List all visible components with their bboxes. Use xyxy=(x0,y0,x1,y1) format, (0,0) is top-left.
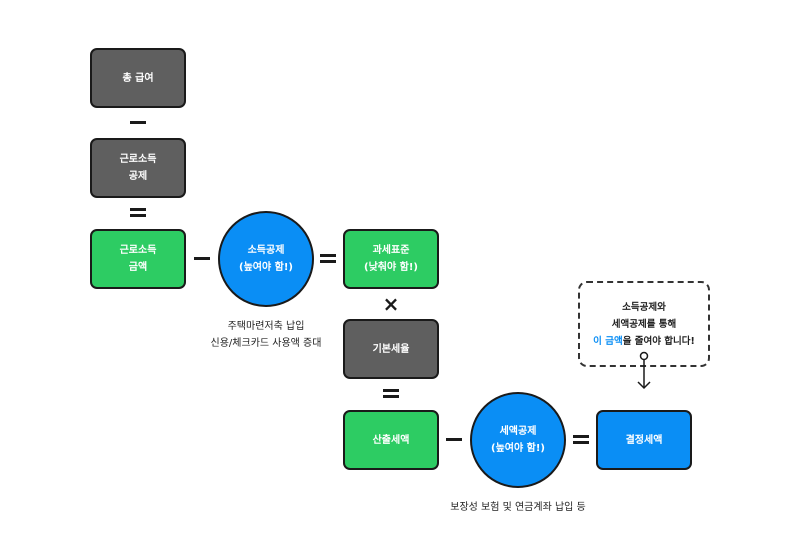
earned-income-deduction-box: 근로소득 공제 xyxy=(90,138,186,198)
calculated-tax-box: 산출세액 xyxy=(343,410,439,470)
final-tax-box: 결정세액 xyxy=(596,410,692,470)
minus-operator xyxy=(126,111,150,135)
gross-pay-label: 총 급여 xyxy=(122,72,154,84)
final-tax-label: 결정세액 xyxy=(625,434,663,446)
callout-highlight: 이 금액 xyxy=(593,335,623,347)
minus-operator xyxy=(190,247,214,271)
income-deduction-note-line2: 신용/체크카드 사용액 증대 xyxy=(210,338,322,349)
tax-credit-circle: 세액공제 (높여야 함!) xyxy=(470,392,566,488)
earned-income-deduction-line1: 근로소득 xyxy=(119,154,157,165)
tax-credit-note-line1: 보장성 보험 및 연금계좌 납입 등 xyxy=(450,502,586,513)
income-deduction-line1: 소득공제 xyxy=(247,245,285,256)
tax-base-line2: (낮춰야 함!) xyxy=(364,262,418,273)
callout-arrow-icon xyxy=(637,351,651,390)
tax-credit-note: 보장성 보험 및 연금계좌 납입 등 xyxy=(430,499,606,516)
multiply-operator: × xyxy=(382,292,400,316)
tax-base-box: 과세표준 (낮춰야 함!) xyxy=(343,229,439,289)
income-deduction-line2: (높여야 함!) xyxy=(239,262,293,273)
income-deduction-note-line1: 주택마련저축 납입 xyxy=(227,321,305,332)
equals-operator xyxy=(569,428,593,452)
callout-line1: 소득공제와 xyxy=(622,301,666,313)
equals-operator xyxy=(316,247,340,271)
equals-operator xyxy=(126,201,150,225)
basic-tax-rate-box: 기본세율 xyxy=(343,319,439,379)
basic-tax-rate-label: 기본세율 xyxy=(372,343,410,355)
earned-income-amount-line2: 금액 xyxy=(128,262,148,273)
equals-operator xyxy=(379,382,403,406)
earned-income-amount-box: 근로소득 금액 xyxy=(90,229,186,289)
tax-credit-line1: 세액공제 xyxy=(499,426,537,437)
calculated-tax-label: 산출세액 xyxy=(372,434,410,446)
earned-income-deduction-line2: 공제 xyxy=(128,171,148,182)
earned-income-amount-line1: 근로소득 xyxy=(119,245,157,256)
gross-pay-box: 총 급여 xyxy=(90,48,186,108)
minus-operator xyxy=(442,428,466,452)
tax-base-line1: 과세표준 xyxy=(372,245,410,256)
tax-credit-line2: (높여야 함!) xyxy=(491,443,545,454)
callout-line3-rest: 을 줄여야 합니다! xyxy=(622,335,695,347)
income-deduction-circle: 소득공제 (높여야 함!) xyxy=(218,211,314,307)
callout-line3: 이 금액을 줄여야 합니다! xyxy=(593,333,695,350)
income-deduction-note: 주택마련저축 납입 신용/체크카드 사용액 증대 xyxy=(186,318,346,352)
callout-line2: 세액공제를 통해 xyxy=(611,318,677,330)
